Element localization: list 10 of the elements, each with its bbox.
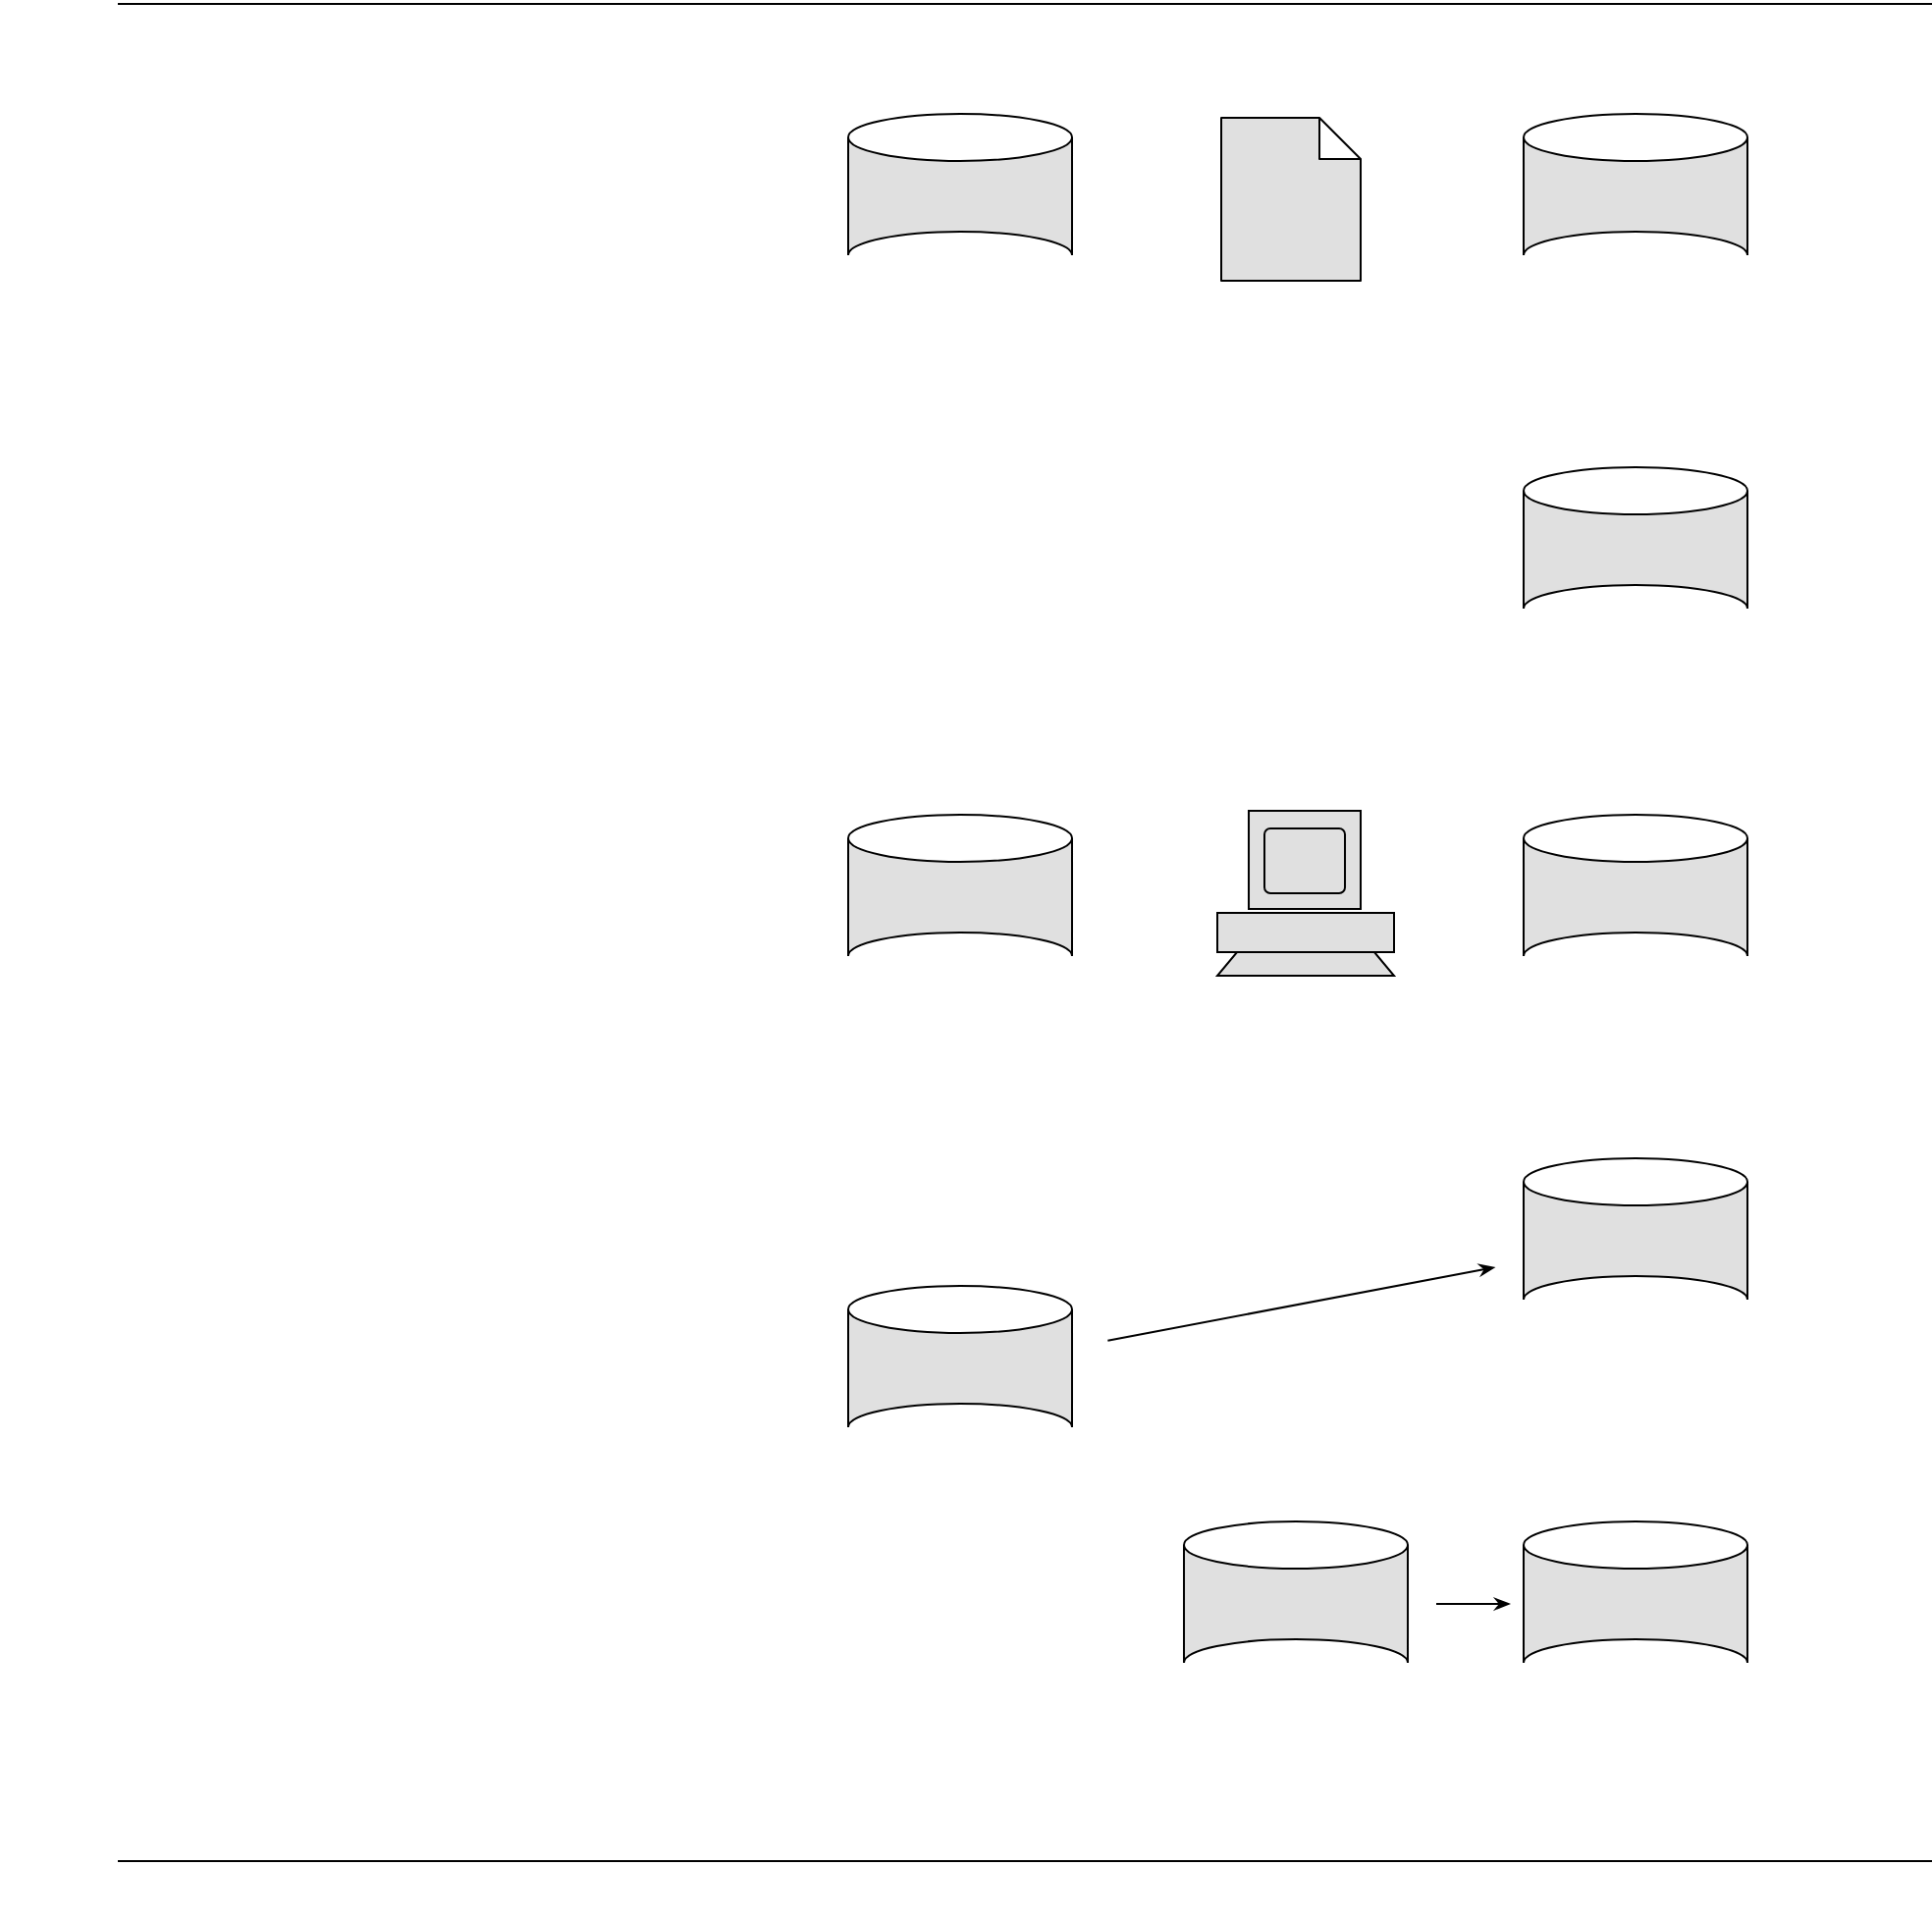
document-icon [1220,117,1362,282]
database-cylinder [1523,466,1749,610]
database-cylinder [847,1285,1073,1428]
database-cylinder [1523,814,1749,957]
database-cylinder [847,814,1073,957]
database-cylinder [1523,1520,1749,1665]
database-cylinder [847,113,1073,256]
database-cylinder [1183,1520,1409,1665]
database-cylinder [1523,113,1749,256]
database-cylinder [1523,1157,1749,1301]
